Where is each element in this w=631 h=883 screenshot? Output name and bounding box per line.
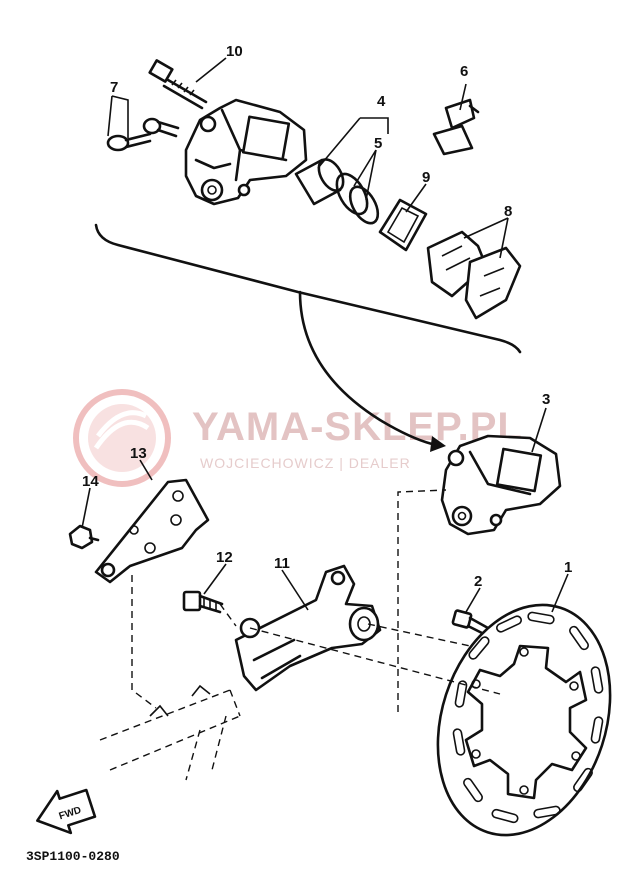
part-7-pins <box>106 117 180 152</box>
part-3-caliper-assembly <box>440 434 562 536</box>
watermark-logo-icon <box>73 389 171 487</box>
part-13-guard <box>94 478 210 584</box>
callout-10: 10 <box>226 43 243 60</box>
callout-12: 12 <box>216 549 233 566</box>
callout-7: 7 <box>110 79 118 96</box>
part-11-caliper-bracket <box>234 564 382 692</box>
callouts: 10 7 4 5 6 9 8 3 13 14 12 11 2 1 <box>82 43 572 590</box>
part-10-bolt <box>148 59 208 110</box>
fwd-arrow-icon: FWD <box>36 788 97 835</box>
swingarm-outline <box>99 684 241 781</box>
callout-13: 13 <box>130 445 147 462</box>
callout-14: 14 <box>82 473 99 490</box>
watermark: YAMA-SKLEP.PL WOJCIECHOWICZ | DEALER <box>73 389 523 487</box>
part-2-screw <box>451 609 490 636</box>
pointer-arrowhead <box>430 436 446 452</box>
callout-6: 6 <box>460 63 468 80</box>
assembly-bracket <box>94 223 522 354</box>
caliper-body-upper <box>184 98 308 206</box>
callout-2: 2 <box>474 573 482 590</box>
callout-4: 4 <box>377 93 386 110</box>
callout-1: 1 <box>564 559 572 576</box>
leader-lines <box>81 57 569 613</box>
callout-5: 5 <box>374 135 382 152</box>
part-5-seals <box>335 172 380 225</box>
part-8-brake-pads <box>426 230 522 320</box>
watermark-title: YAMA-SKLEP.PL <box>192 405 523 449</box>
part-6-pad-spring <box>432 98 480 156</box>
watermark-subtitle: WOJCIECHOWICZ | DEALER <box>200 455 411 471</box>
callout-9: 9 <box>422 169 430 186</box>
callout-8: 8 <box>504 203 512 220</box>
diagram-code: 3SP1100-0280 <box>26 849 120 864</box>
assembly-pointer-line <box>298 290 434 446</box>
alignment-lines <box>131 489 501 712</box>
part-1-brake-disc <box>436 603 612 837</box>
callout-11: 11 <box>274 555 290 572</box>
part-12-bolt <box>182 590 224 614</box>
part-14-nut <box>68 524 100 550</box>
callout-3: 3 <box>542 391 550 408</box>
part-9-shim <box>378 198 428 252</box>
